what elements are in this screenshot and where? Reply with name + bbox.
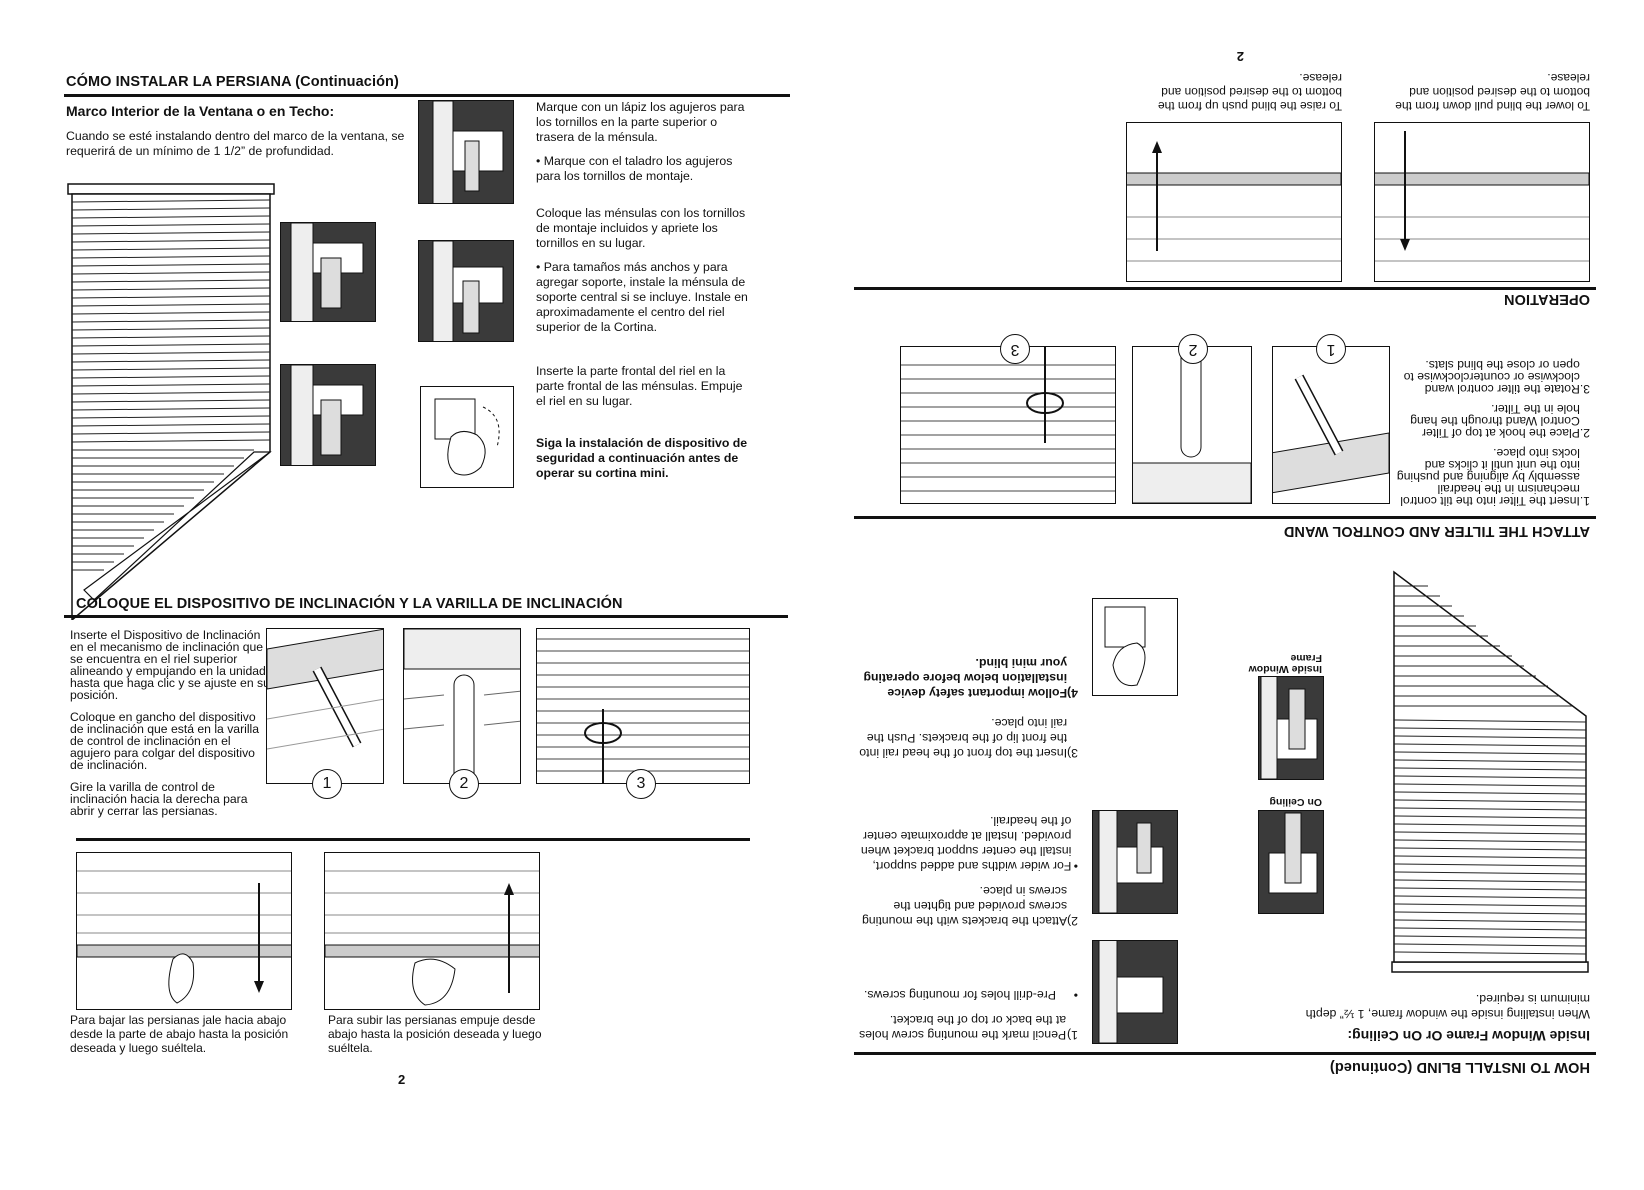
en-tilt-figure-3 [900, 346, 1116, 504]
bracket-figure-4 [280, 364, 376, 466]
en-tilt-step-3-text: Rotate the tilter control wand clockwise… [1403, 358, 1580, 396]
en-lower-text: To lower the blind pull down from the bo… [1395, 71, 1590, 113]
en-step-2-num: 2) [1067, 914, 1078, 928]
inside-frame-figure [1258, 676, 1324, 780]
en-step-2-text: Attach the brackets with the mounting sc… [862, 884, 1068, 928]
en-operation-title: OPERATION [1503, 291, 1590, 307]
on-ceiling-figure [1258, 810, 1324, 914]
en-step-4-text: Follow important safety device installat… [863, 656, 1068, 700]
intro-text-en: When installing inside the window frame,… [1305, 992, 1590, 1021]
hand-insert-figure [420, 386, 514, 488]
raise-blind-figure [324, 852, 540, 1010]
step-wide: • Para tamaños más anchos y para agregar… [536, 260, 748, 334]
blind-illustration [64, 180, 284, 622]
inside-frame-label-2: Frame [1290, 652, 1322, 664]
blind-illustration-en [1382, 556, 1592, 976]
left-page: CÓMO INSTALAR LA PERSIANA (Continuación)… [64, 74, 790, 1087]
tilt-text: Inserte el Dispositivo de Inclinación en… [70, 629, 270, 817]
title-rule [64, 94, 790, 97]
tilt-number-2: 2 [449, 769, 479, 799]
inside-frame-label-1: Inside Window [1248, 663, 1322, 675]
tilt-text-p1: Inserte el Dispositivo de Inclinación en… [70, 628, 270, 702]
subtitle: Marco Interior de la Ventana o en Techo: [66, 103, 335, 119]
en-step-1-num: 1) [1067, 1028, 1078, 1042]
en-raise-figure [1126, 122, 1342, 282]
en-tilt-step-2-num: 2. [1579, 426, 1590, 440]
subtitle-en: Inside Window Frame Or On Ceiling: [1347, 1028, 1590, 1044]
operation-rule [76, 838, 750, 841]
inside-frame-label: Inside Window Frame [1248, 652, 1322, 675]
bracket-figure-3 [418, 240, 514, 342]
step-insert: Inserte la parte frontal del riel en la … [536, 364, 743, 408]
install-title-en-suffix: (Continued) [1329, 1059, 1413, 1075]
en-tilt-step-1-text: Insert the Tilter into the tilt control … [1396, 446, 1580, 508]
en-tilt-number-3: 3 [1000, 334, 1030, 364]
tilt-number-1: 1 [312, 769, 342, 799]
tilt-text-p3: Gire la varilla de control de inclinació… [70, 780, 248, 818]
tilt-number-3: 3 [626, 769, 656, 799]
bracket-figure-1 [418, 100, 514, 204]
en-tilt-figure-1 [1272, 346, 1390, 504]
install-title: CÓMO INSTALAR LA PERSIANA (Continuación) [66, 74, 399, 90]
raise-text: Para subir las persianas empuje desde ab… [328, 1013, 542, 1055]
bracket-figure-2 [280, 222, 376, 322]
en-step-1: 1)Pencil mark the mounting screw holes a… [859, 988, 1078, 1042]
tilt-figure-2 [403, 628, 521, 784]
en-hand-figure [1092, 598, 1178, 696]
tilt-text-p2: Coloque en gancho del dispositivo de inc… [70, 710, 260, 772]
intro-text: Cuando se esté instalando dentro del mar… [66, 129, 405, 158]
steps-column-2: Coloque las ménsulas con los tornillos d… [536, 206, 754, 344]
tilt-figure-3 [536, 628, 750, 784]
right-page: HOW TO INSTALL BLIND (Continued) Inside … [822, 0, 1644, 1190]
title-rule-en [854, 1052, 1596, 1055]
en-bracket-figure-1 [1092, 940, 1178, 1044]
en-tilt-step-1-num: 1. [1579, 494, 1590, 508]
en-step-1b-text: Pre-drill holes for mounting screws. [863, 988, 1056, 1002]
en-step-2b-text: For wider widths and added support, inst… [860, 814, 1072, 873]
step-mark: Marque con un lápiz los agujeros para lo… [536, 100, 745, 144]
en-tilt-figure-2 [1132, 346, 1252, 504]
en-tilt-title: ATTACH THE TILTER AND CONTROL WAND [1283, 523, 1590, 539]
en-tilt-rule [854, 516, 1596, 519]
en-step-1-text: Pencil mark the mounting screw holes at … [859, 1013, 1067, 1042]
en-operation-rule [854, 287, 1596, 290]
lower-blind-figure [76, 852, 292, 1010]
tilt-figure-1 [266, 628, 384, 784]
en-step-3-num: 3) [1067, 746, 1078, 760]
en-tilt-number-2: 2 [1178, 334, 1208, 364]
tilt-title: COLOQUE EL DISPOSITIVO DE INCLINACIÓN Y … [76, 596, 623, 612]
install-title-main: CÓMO INSTALAR LA PERSIANA [66, 74, 292, 90]
en-tilt-number-1: 1 [1316, 334, 1346, 364]
en-step-2: 2)Attach the brackets with the mounting … [858, 813, 1078, 928]
en-raise-text: To raise the blind push up from the bott… [1157, 71, 1342, 113]
en-tilt-step-2-text: Place the hook at top of Tilter Control … [1410, 402, 1580, 440]
step-drill: • Marque con el taladro los agujeros par… [536, 154, 733, 183]
install-title-suffix: (Continuación) [295, 74, 399, 90]
en-tilt-step-3-num: 3. [1579, 382, 1590, 396]
en-step-3-text: Insert the top front of the head rail in… [859, 716, 1068, 760]
right-page-rotated: HOW TO INSTALL BLIND (Continued) Inside … [822, 0, 1644, 1190]
install-title-en: HOW TO INSTALL BLIND (Continued) [1330, 1059, 1590, 1075]
en-step-4-num: 4) [1067, 686, 1078, 700]
on-ceiling-label: On Ceiling [1269, 796, 1323, 808]
en-page-number: 2 [1236, 49, 1244, 64]
steps-column: Marque con un lápiz los agujeros para lo… [536, 100, 754, 193]
en-step-3: 3)Insert the top front of the head rail … [858, 715, 1078, 760]
lower-text: Para bajar las persianas jale hacia abaj… [70, 1013, 289, 1055]
en-tilt-steps: 1.Insert the Tilter into the tilt contro… [1396, 358, 1590, 508]
blind-drawing [67, 183, 275, 622]
en-lower-figure [1374, 122, 1590, 282]
tilt-rule [64, 615, 788, 618]
step-place: Coloque las ménsulas con los tornillos d… [536, 206, 746, 250]
step-safety: Siga la instalación de dispositivo de se… [536, 436, 748, 480]
en-bracket-figure-2 [1092, 810, 1178, 914]
install-title-en-main: HOW TO INSTALL BLIND [1416, 1059, 1590, 1075]
page-number: 2 [398, 1072, 406, 1087]
en-step-4: 4)Follow important safety device install… [858, 655, 1078, 700]
